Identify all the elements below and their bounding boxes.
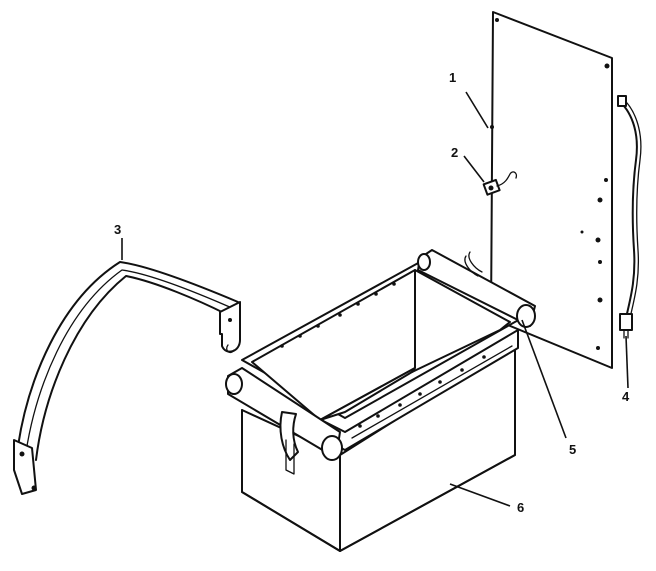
panel-clip [482, 171, 518, 196]
callout-4: 4 [622, 389, 630, 404]
side-rail [417, 249, 536, 328]
callout-6: 6 [517, 500, 524, 515]
bin-handle [13, 261, 241, 495]
front-latch [279, 411, 299, 475]
power-cord [617, 95, 642, 339]
callout-5: 5 [569, 442, 576, 457]
back-panel [490, 11, 613, 369]
callout-1: 1 [449, 70, 456, 85]
callout-2: 2 [451, 145, 458, 160]
leader-lines [121, 91, 629, 507]
callout-3: 3 [114, 222, 121, 237]
